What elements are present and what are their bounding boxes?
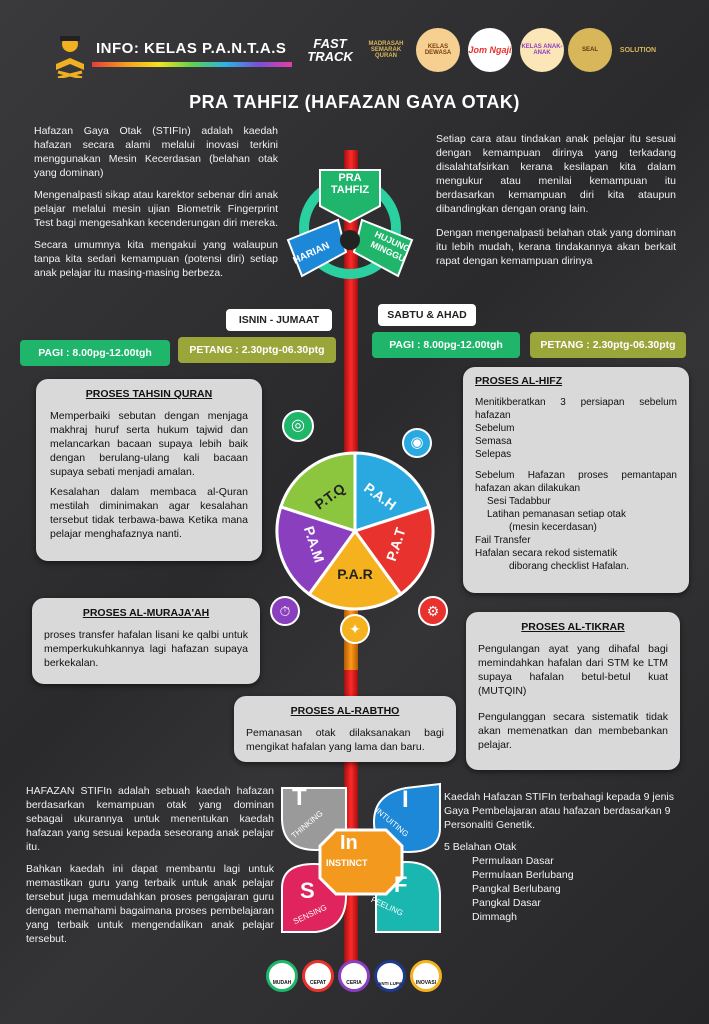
murajaah-card: PROSES AL-MURAJA'AH proses transfer hafa…	[32, 598, 260, 684]
hifz-sub: Latihan pemanasan setiap otak	[487, 509, 626, 520]
feeling-letter: F	[394, 872, 408, 897]
murajaah-text: proses transfer hafalan lisani ke qalbi …	[44, 629, 248, 669]
trefoil-top-label: PRA TAHFIZ	[330, 172, 370, 196]
target-icon: ◎	[282, 410, 314, 442]
lightbulb-icon: ✦	[340, 614, 370, 644]
solution-logo: SOLUTION	[619, 46, 657, 54]
hifz-item: Semasa	[475, 436, 512, 447]
badge-mudah: MUDAH	[266, 960, 298, 992]
tahsin-p1: Memperbaiki sebutan dengan menjaga makhr…	[50, 410, 248, 478]
weekend-evening-pill: PETANG : 2.30ptg-06.30ptg	[530, 332, 686, 358]
bullseye-icon: ◉	[402, 428, 432, 458]
intro-left-paragraph: Hafazan Gaya Otak (STIFIn) adalah kaedah…	[34, 125, 278, 179]
badge-cepat: CEPAT	[302, 960, 334, 992]
bottom-left-text: HAFAZAN STIFIn adalah sebuah kaedah hafa…	[26, 784, 274, 946]
wheel-segment	[307, 528, 403, 611]
thinking-letter: T	[292, 784, 307, 811]
brain-list-item: Permulaan Berlubang	[472, 869, 574, 881]
weekday-label: ISNIN - JUMAAT	[226, 309, 332, 331]
hifz-sub: Fail Transfer	[475, 535, 531, 546]
brain-list-item: Dimmagh	[472, 911, 517, 923]
intro-left-paragraph: Mengenalpasti sikap atau karektor sebena…	[34, 189, 278, 229]
instinct-letter: In	[340, 832, 358, 854]
page-title: PRA TAHFIZ (HAFAZAN GAYA OTAK)	[189, 92, 520, 112]
seal-logo: SEAL	[568, 28, 612, 72]
bottom-right-paragraph: Kaedah Hafazan STIFIn terbahagi kepada 9…	[444, 791, 674, 831]
madrasah-logo: MADRASAH SEMARAK QURAN	[368, 41, 404, 59]
hifz-p2: Sebelum Hafazan proses pemantapan hafaza…	[475, 470, 677, 494]
tikrar-card: PROSES AL-TIKRAR Pengulangan ayat yang d…	[466, 612, 680, 770]
badge-inovasi: INOVASI	[410, 960, 442, 992]
hifz-sub: (mesin kecerdasan)	[509, 522, 597, 533]
pra-tahfiz-trefoil	[286, 169, 414, 279]
intuiting-letter: I	[402, 786, 409, 813]
footer-badges: MUDAH CEPAT CERIA ANTI LUPA INOVASI	[264, 956, 444, 996]
wheel-segment-label: P.A.R	[337, 566, 373, 582]
kelas-anak-logo: KELAS ANAK-ANAK	[520, 28, 564, 72]
bottom-right-text: Kaedah Hafazan STIFIn terbahagi kepada 9…	[444, 790, 676, 924]
rabtho-text: Pemanasan otak dilaksanakan bagi mengika…	[246, 727, 444, 753]
fast-track-logo: FAST TRACK	[307, 36, 353, 64]
header-rainbow-bar	[92, 62, 292, 67]
hifz-card: PROSES AL-HIFZ Menitikberatkan 3 persiap…	[463, 367, 689, 593]
brain-list-item: Permulaan Dasar	[472, 855, 554, 867]
weekend-label: SABTU & AHAD	[378, 304, 476, 326]
header-logo-icon	[52, 34, 88, 80]
rabtho-card: PROSES AL-RABTHO Pemanasan otak dilaksan…	[234, 696, 456, 762]
intro-left-paragraph: Secara umumnya kita mengakui yang walaup…	[34, 239, 278, 279]
intro-left: Hafazan Gaya Otak (STIFIn) adalah kaedah…	[34, 124, 278, 280]
hifz-item: Sebelum	[475, 423, 515, 434]
header-title: INFO: KELAS P.A.N.T.A.S	[96, 40, 287, 57]
tikrar-title: PROSES AL-TIKRAR	[521, 621, 625, 633]
brain-list-item: Pangkal Berlubang	[472, 883, 561, 895]
stopwatch-icon: ⏱	[270, 596, 300, 626]
badge-anti-lupa: ANTI LUPA	[374, 960, 406, 992]
instinct-word: INSTINCT	[326, 858, 368, 868]
brain-list-item: Pangkal Dasar	[472, 897, 541, 909]
hifz-intro: Menitikberatkan 3 persiapan sebelum hafa…	[475, 397, 677, 421]
sensing-letter: S	[300, 878, 315, 903]
gears-icon: ⚙	[418, 596, 448, 626]
hifz-title: PROSES AL-HIFZ	[475, 375, 563, 387]
tahsin-title: PROSES TAHSIN QURAN	[85, 388, 213, 400]
intro-right-paragraph: Dengan mengenalpasti belahan otak yang d…	[436, 227, 676, 267]
murajaah-title: PROSES AL-MURAJA'AH	[82, 607, 210, 619]
wheel-segment	[275, 505, 358, 597]
brain-list-title: 5 Belahan Otak	[444, 841, 517, 853]
instinct-octagon	[318, 828, 404, 896]
weekend-morning-pill: PAGI : 8.00pg-12.00tgh	[372, 332, 520, 358]
badge-ceria: CERIA	[338, 960, 370, 992]
hifz-sub: Sesi Tadabbur	[487, 496, 551, 507]
kelas-dewasa-logo: KELAS DEWASA	[416, 28, 460, 72]
jom-ngaji-logo: Jom Ngaji	[468, 28, 512, 72]
bottom-left-paragraph: Bahkan kaedah ini dapat membantu lagi un…	[26, 863, 274, 945]
weekday-morning-pill: PAGI : 8.00pg-12.00tgh	[20, 340, 170, 366]
hifz-sub: diborang checklist Hafalan.	[509, 561, 630, 572]
hifz-item: Selepas	[475, 449, 512, 460]
tahsin-p2: Kesalahan dalam membaca al-Quran mestila…	[50, 486, 248, 540]
intro-right-paragraph: Setiap cara atau tindakan anak pelajar i…	[436, 133, 676, 215]
wheel-segment	[352, 505, 435, 597]
tikrar-p2: Pengulanggan secara sistematik tidak aka…	[478, 711, 668, 751]
stifin-diagram	[281, 782, 441, 933]
hifz-sub: Hafalan secara rekod sistematik	[475, 548, 618, 559]
rabtho-title: PROSES AL-RABTHO	[290, 705, 400, 717]
weekday-evening-pill: PETANG : 2.30ptg-06.30ptg	[178, 337, 336, 363]
tikrar-p1: Pengulangan ayat yang dihafal bagi memin…	[478, 643, 668, 697]
bottom-left-paragraph: HAFAZAN STIFIn adalah sebuah kaedah hafa…	[26, 785, 274, 853]
intro-right: Setiap cara atau tindakan anak pelajar i…	[436, 132, 676, 268]
tahsin-card: PROSES TAHSIN QURAN Memperbaiki sebutan …	[36, 379, 262, 561]
